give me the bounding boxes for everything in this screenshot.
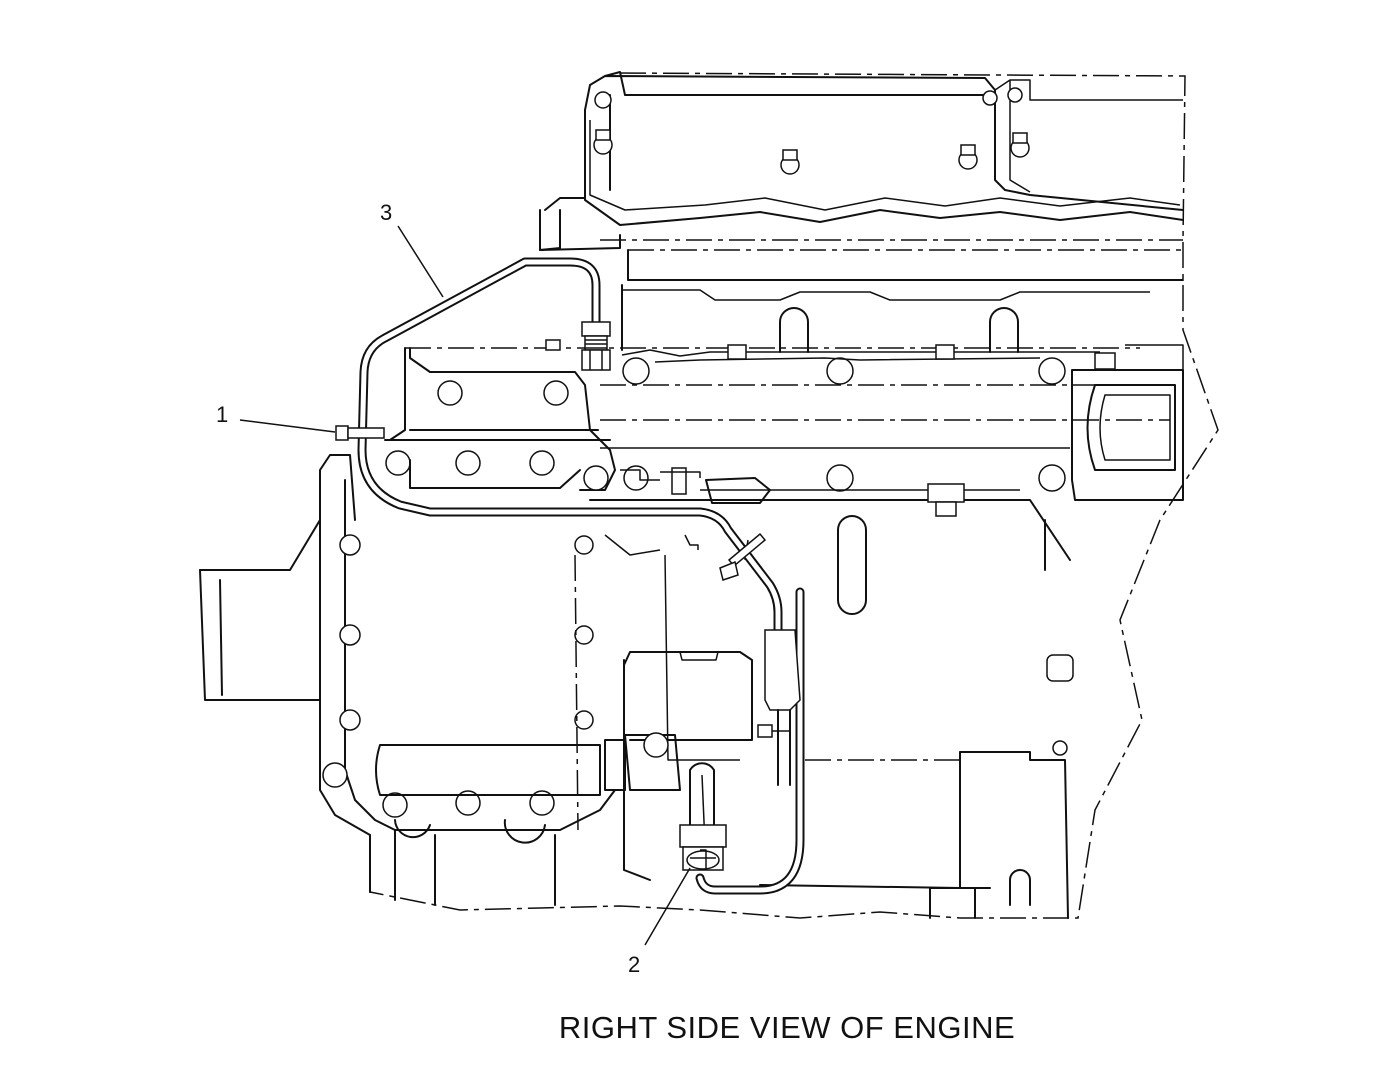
filter-base: [604, 651, 753, 871]
diagram-caption: RIGHT SIDE VIEW OF ENGINE: [558, 1010, 1016, 1045]
callout-label-3: 3: [380, 200, 392, 225]
tube-assembly: [357, 257, 805, 895]
lower-block: [744, 539, 1074, 919]
callout-label-1: 1: [216, 402, 228, 427]
callout-3: 3: [380, 200, 444, 298]
callout-2: 2: [628, 867, 691, 977]
callout-label-2: 2: [628, 952, 640, 977]
clip-part: [335, 425, 385, 441]
valve-cover-bolts: [593, 87, 1030, 175]
callout-1: 1: [216, 402, 336, 433]
valve-cover: [584, 71, 1184, 226]
front-plate: [322, 347, 740, 906]
cylinder-head: [589, 239, 1184, 615]
